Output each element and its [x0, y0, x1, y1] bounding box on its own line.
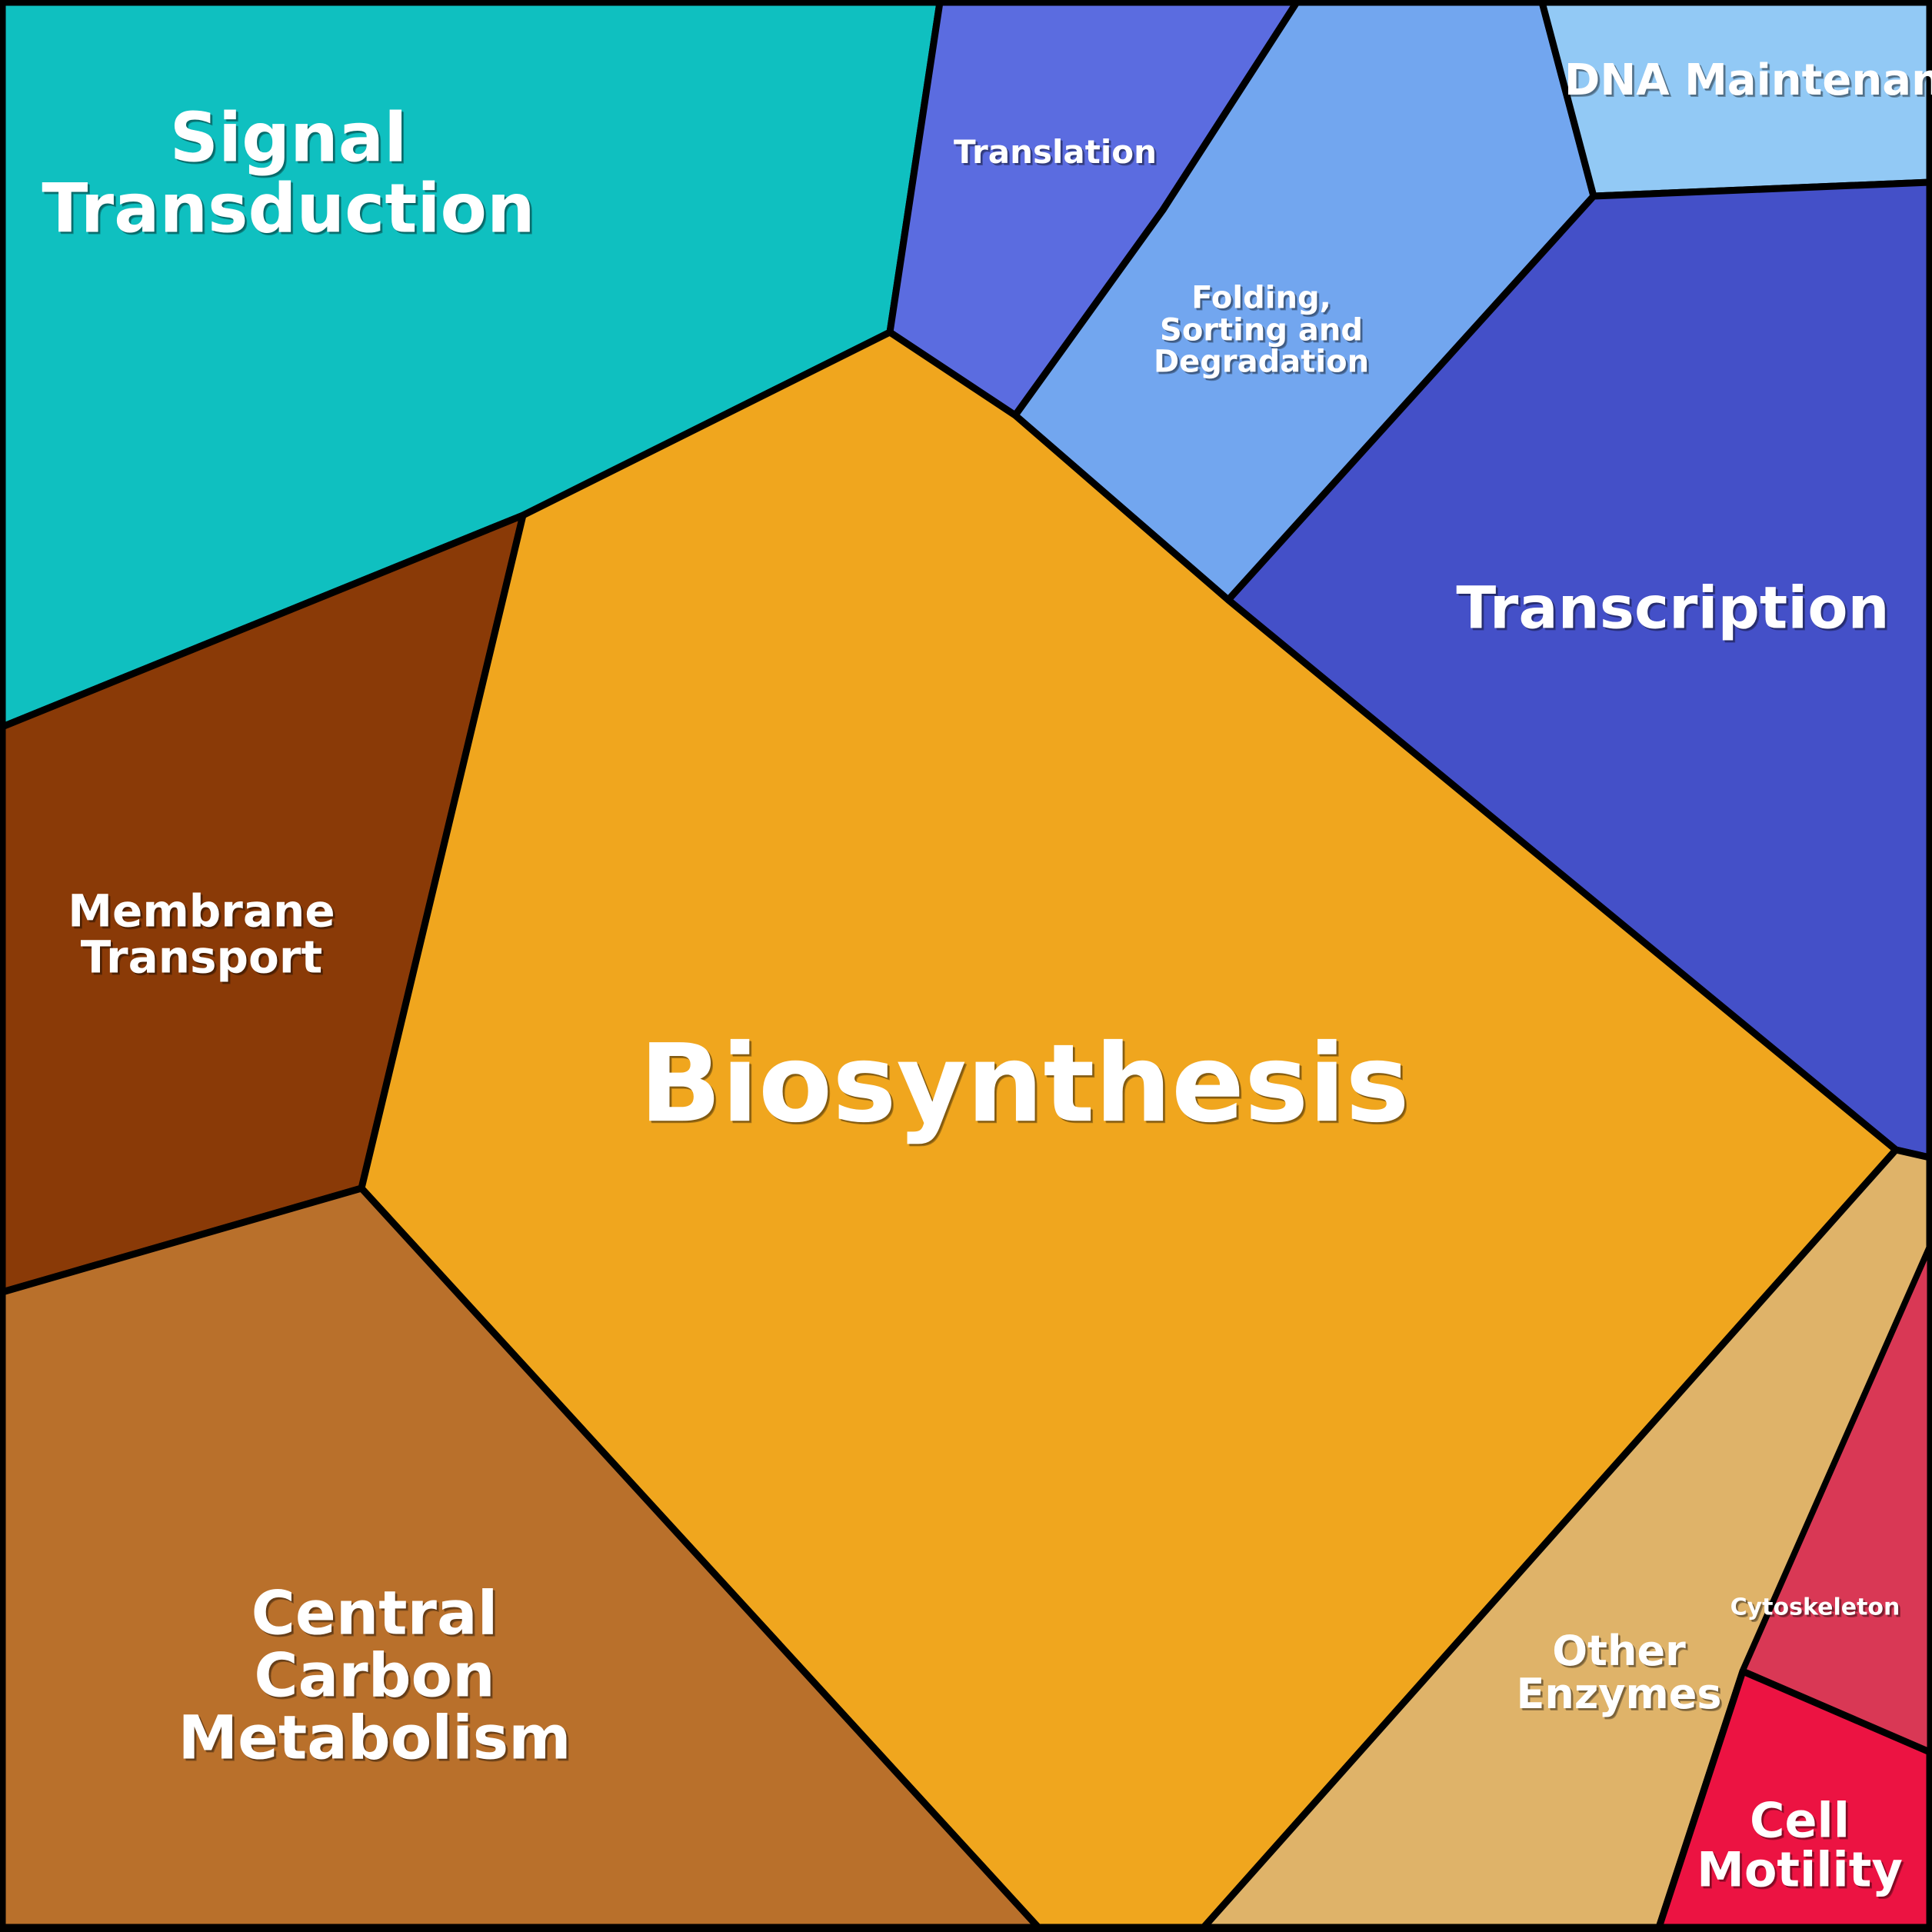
treemap-cell-central-carbon-metabolism[interactable] [0, 1184, 1042, 1931]
treemap-cell-dna-maintenance[interactable] [1538, 0, 1932, 200]
treemap-cell-cell-motility[interactable] [1655, 1667, 1932, 1931]
